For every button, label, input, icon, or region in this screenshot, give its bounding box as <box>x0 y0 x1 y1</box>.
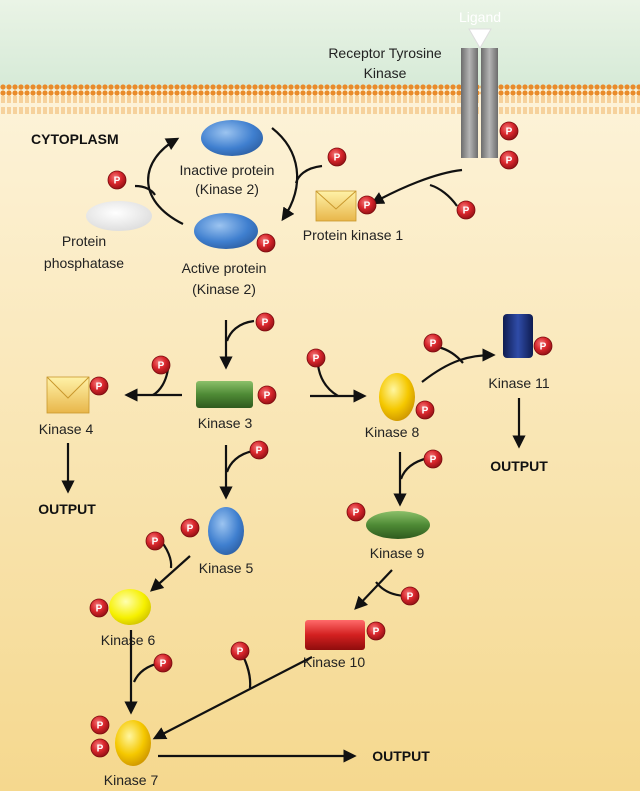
kinase4-label: Kinase 4 <box>39 421 94 437</box>
arrows <box>61 127 526 763</box>
kinase-11 <box>503 314 533 358</box>
phosphate-icon: P <box>499 121 519 141</box>
svg-text:P: P <box>237 647 244 658</box>
svg-text:P: P <box>407 592 414 603</box>
svg-text:P: P <box>430 455 437 466</box>
kinase11-label: Kinase 11 <box>488 375 549 391</box>
phosphate-icon: P <box>327 147 347 167</box>
svg-text:P: P <box>373 627 380 638</box>
kinase8-label: Kinase 8 <box>365 424 420 440</box>
phosphate-icon: P <box>533 336 553 356</box>
kinase-7 <box>115 720 151 766</box>
svg-text:P: P <box>96 382 103 393</box>
phosphate-icon: P <box>151 355 171 375</box>
cell-membrane <box>0 84 640 114</box>
svg-text:P: P <box>97 721 104 732</box>
svg-text:P: P <box>158 361 165 372</box>
kinase1-label: Protein kinase 1 <box>303 227 404 243</box>
phosphate-icon: P <box>346 502 366 522</box>
svg-text:P: P <box>97 744 104 755</box>
phosphate-icon: P <box>256 233 276 253</box>
svg-text:P: P <box>463 206 470 217</box>
svg-text:P: P <box>506 156 513 167</box>
active-protein-label-line2: (Kinase 2) <box>192 281 256 297</box>
svg-text:P: P <box>506 127 513 138</box>
inactive-protein-kinase-2 <box>201 120 263 156</box>
output-kinase11: OUTPUT <box>490 458 548 474</box>
phosphate-icon: P <box>107 170 127 190</box>
kinase-3 <box>196 381 253 408</box>
phosphate-icon: P <box>255 312 275 332</box>
phosphatase-label-line2: phosphatase <box>44 255 124 271</box>
kinase-5 <box>208 507 244 555</box>
svg-text:P: P <box>422 406 429 417</box>
kinase6-label: Kinase 6 <box>101 632 156 648</box>
svg-text:P: P <box>152 537 159 548</box>
phosphate-groups: P P P P P P P P P P P P P P P P P P P P P P P P P P P <box>89 121 553 758</box>
receptor-label-line1: Receptor Tyrosine <box>328 45 442 61</box>
inactive-protein-label-line1: Inactive protein <box>180 162 275 178</box>
kinase-6 <box>109 589 151 625</box>
svg-text:P: P <box>540 342 547 353</box>
receptor-tyrosine-kinase <box>461 48 498 158</box>
ligand-label: Ligand <box>459 9 501 25</box>
kinase3-label: Kinase 3 <box>198 415 253 431</box>
phosphate-icon: P <box>499 150 519 170</box>
svg-text:P: P <box>313 354 320 365</box>
kinase-4 <box>46 376 90 414</box>
kinase10-label: Kinase 10 <box>303 654 365 670</box>
inactive-protein-label-line2: (Kinase 2) <box>195 181 259 197</box>
phosphate-icon: P <box>249 440 269 460</box>
svg-text:P: P <box>263 239 270 250</box>
kinase-8 <box>379 373 415 421</box>
ligand-icon <box>468 28 492 49</box>
active-protein-kinase-2 <box>194 213 258 249</box>
cytoplasm-label: CYTOPLASM <box>31 131 119 147</box>
svg-text:P: P <box>264 391 271 402</box>
phosphate-icon: P <box>257 385 277 405</box>
phosphate-icon: P <box>415 400 435 420</box>
phosphate-icon: P <box>145 531 165 551</box>
svg-text:P: P <box>160 659 167 670</box>
protein-kinase-1 <box>315 190 357 222</box>
svg-text:P: P <box>262 318 269 329</box>
svg-text:P: P <box>430 339 437 350</box>
output-kinase4: OUTPUT <box>38 501 96 517</box>
svg-text:P: P <box>353 508 360 519</box>
svg-text:P: P <box>256 446 263 457</box>
phosphate-icon: P <box>230 641 250 661</box>
active-protein-label-line1: Active protein <box>182 260 267 276</box>
kinase9-label: Kinase 9 <box>370 545 425 561</box>
svg-text:P: P <box>334 153 341 164</box>
phosphate-icon: P <box>423 333 443 353</box>
phosphate-icon: P <box>89 376 109 396</box>
phosphate-icon: P <box>366 621 386 641</box>
receptor-label-line2: Kinase <box>364 65 407 81</box>
kinase-10 <box>305 620 365 650</box>
output-kinase7: OUTPUT <box>372 748 430 764</box>
phosphate-icon: P <box>357 195 377 215</box>
phosphate-icon: P <box>456 200 476 220</box>
kinase5-label: Kinase 5 <box>199 560 254 576</box>
svg-text:P: P <box>187 524 194 535</box>
phosphate-icon: P <box>306 348 326 368</box>
phosphate-icon: P <box>90 715 110 735</box>
phosphatase-label-line1: Protein <box>62 233 106 249</box>
svg-text:P: P <box>364 201 371 212</box>
svg-text:P: P <box>96 604 103 615</box>
phosphate-icon: P <box>180 518 200 538</box>
protein-phosphatase <box>86 201 152 231</box>
phosphate-icon: P <box>400 586 420 606</box>
phosphate-icon: P <box>153 653 173 673</box>
phosphate-icon: P <box>89 598 109 618</box>
svg-text:P: P <box>114 176 121 187</box>
phosphate-icon: P <box>423 449 443 469</box>
phosphate-icon: P <box>90 738 110 758</box>
kinase-9 <box>366 511 430 539</box>
kinase7-label: Kinase 7 <box>104 772 159 788</box>
